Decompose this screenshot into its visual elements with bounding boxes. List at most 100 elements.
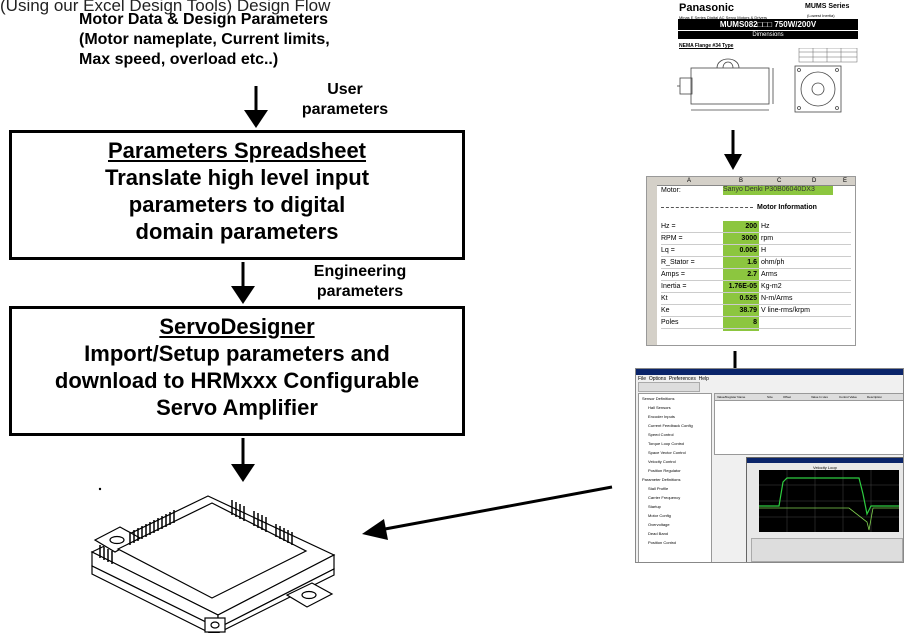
tree-item[interactable]: Startup: [648, 504, 661, 509]
motor-datasheet-image: Panasonic Minas E Series Digital AC Serv…: [677, 0, 859, 130]
datasheet-model-bar: MUMS082□□□ 750W/200V: [678, 19, 858, 30]
menu-help: Help: [698, 376, 709, 382]
col-e: E: [843, 178, 848, 184]
spreadsheet-param: Poles: [661, 319, 679, 326]
spreadsheet-unit: N-m/Arms: [761, 295, 793, 302]
motor-data-line-3: Max speed, overload etc..): [79, 51, 279, 68]
arrow-to-amplifier: [231, 438, 255, 482]
box1-line-3: domain parameters: [135, 219, 339, 244]
parameters-spreadsheet-box: Parameters Spreadsheet Translate high le…: [9, 130, 465, 260]
spreadsheet-unit: H: [761, 247, 767, 254]
spreadsheet-unit: ohm/ph: [761, 259, 785, 266]
spreadsheet-section-header: Motor Information: [757, 204, 817, 211]
box2-line-3: Servo Amplifier: [156, 395, 318, 420]
spreadsheet-value: 38.79: [739, 307, 757, 314]
user-params-line-2: parameters: [301, 101, 389, 118]
spreadsheet-row: Amps = 2.7 Arms: [661, 269, 851, 281]
user-params-line-1: User: [327, 81, 363, 98]
box1-line-1: Translate high level input: [104, 165, 370, 190]
box1-line-2: parameters to digital: [128, 192, 346, 217]
motor-data-label: Motor Data & Design Parameters (Motor na…: [79, 10, 330, 70]
eng-params-line-1: Engineering: [313, 263, 407, 280]
tree-item[interactable]: Stall Profile: [648, 486, 669, 491]
user-parameters-label: User parameters: [300, 80, 390, 120]
spreadsheet-value: 3000: [741, 235, 757, 242]
arrow-user-params: [244, 86, 268, 128]
tree-item[interactable]: Motor Config: [648, 513, 671, 518]
datasheet-brand: Panasonic: [679, 2, 735, 14]
spreadsheet-param: Lq =: [661, 247, 675, 254]
spreadsheet-value: 1.6: [747, 259, 757, 266]
amplifier-module-drawing: [90, 495, 336, 633]
tree-item[interactable]: Hall Sensors: [648, 405, 671, 410]
grid-header-cell: Value/Register Name: [717, 395, 746, 399]
parameters-spreadsheet-image: A B C D E Motor: Sanyo Denki P30B06040DX…: [646, 176, 856, 346]
servodesigner-app-image: File Options Preferences Help Sensor Def…: [635, 368, 904, 563]
tree-item[interactable]: Overvoltage: [648, 522, 670, 527]
grid-header-cell: Value In Hex: [811, 395, 828, 399]
tree-item[interactable]: Sensor Definitions: [642, 396, 675, 401]
tree-item[interactable]: Position Control: [648, 540, 677, 545]
datasheet-subtitle: Minas E Series Digital AC Servo Motors &…: [679, 15, 768, 20]
scope-window: Velocity Loop: [746, 457, 903, 562]
spreadsheet-unit: V line-rms/krpm: [761, 307, 811, 314]
eng-params-line-2: parameters: [316, 283, 404, 300]
spreadsheet-unit: rpm: [761, 235, 774, 242]
amplifier-pins: [99, 500, 293, 564]
spreadsheet-param: Kt: [661, 295, 668, 302]
menu-preferences: Preferences: [668, 376, 696, 382]
tree-item[interactable]: Current Feedback Config: [648, 423, 693, 428]
app-toolbar: [638, 382, 700, 392]
datasheet-section-bar: Dimensions: [678, 31, 858, 39]
spreadsheet-value: 8: [753, 319, 757, 326]
tree-item[interactable]: Velocity Control: [648, 459, 676, 464]
spreadsheet-motor-label: Motor:: [661, 187, 681, 194]
datasheet-flange: NEMA Flange #34 Type: [679, 43, 734, 49]
grid-header-cell: Description: [867, 395, 883, 399]
col-c: C: [777, 178, 782, 184]
tree-item[interactable]: Position Regulator: [648, 468, 681, 473]
col-d: D: [812, 178, 817, 184]
tree-item[interactable]: Speed Control: [648, 432, 674, 437]
motor-data-line-2: (Motor nameplate, Current limits,: [79, 31, 330, 48]
tree-item[interactable]: Parameter Definitions: [642, 477, 681, 482]
spreadsheet-value: 2.7: [747, 271, 757, 278]
motor-drawing-icon: [677, 48, 858, 113]
spreadsheet-value: 200: [745, 223, 757, 230]
tree-item[interactable]: Dead Band: [648, 531, 669, 536]
tree-item[interactable]: Carrier Frequency: [648, 495, 681, 500]
spreadsheet-row: R_Stator = 1.6 ohm/ph: [661, 257, 851, 269]
menu-options: Options: [648, 376, 667, 382]
spreadsheet-param: R_Stator =: [661, 259, 695, 266]
tree-item[interactable]: Space Vector Control: [648, 450, 686, 455]
spreadsheet-unit: Kg-m2: [761, 283, 782, 290]
tree-item[interactable]: Encoder Inputs: [648, 414, 675, 419]
spreadsheet-row: Poles 8: [661, 317, 851, 329]
top-partial-text: (Using our Excel Design Tools) Design Fl…: [0, 0, 331, 15]
servodesigner-box: ServoDesigner Import/Setup parameters an…: [9, 306, 465, 436]
motor-data-line-1: Motor Data & Design Parameters: [79, 11, 328, 28]
spreadsheet-value: 1.76E-05: [728, 283, 757, 290]
spreadsheet-param: Amps =: [661, 271, 685, 278]
tree-item[interactable]: Torque Loop Control: [648, 441, 685, 446]
box2-line-2: download to HRMxxx Configurable: [54, 368, 420, 393]
spreadsheet-motor-value: Sanyo Denki P30B06040DX3: [723, 186, 833, 195]
spreadsheet-column-header: A B C D E: [647, 177, 855, 186]
section-dashes: [661, 207, 753, 209]
grid-header-cell: Size: [767, 395, 773, 399]
menu-file: File: [638, 376, 647, 382]
app-titlebar: [636, 369, 903, 375]
spreadsheet-unit: Arms: [761, 271, 778, 278]
datasheet-series: MUMS Series: [805, 3, 850, 10]
datasheet-series-note: (Lowest Inertia): [807, 13, 835, 18]
spreadsheet-value: 0.006: [739, 247, 757, 254]
box2-line-1: Import/Setup parameters and: [84, 341, 390, 366]
